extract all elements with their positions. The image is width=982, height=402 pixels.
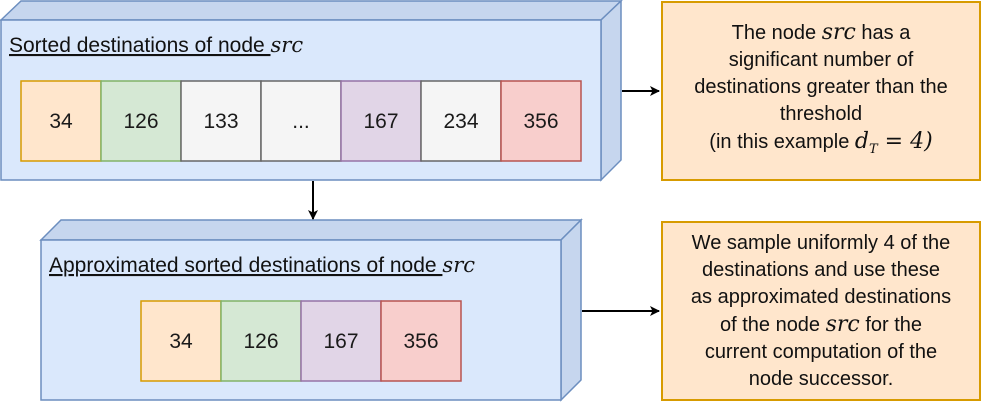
top-box-top-face	[0, 0, 623, 21]
destination-cell	[20, 80, 102, 162]
destination-cell-value: 167	[363, 110, 398, 133]
bottom-box-title-var: src	[442, 253, 475, 277]
note-top-line-4: threshold	[779, 103, 863, 125]
bottom-box-top-face	[39, 219, 583, 241]
destination-cell	[260, 80, 342, 162]
bottom-cells-row: 34 126 167 356	[140, 300, 462, 382]
destination-cell-value: 133	[203, 110, 238, 133]
note-top-var-sub: T	[869, 142, 878, 157]
destination-cell	[220, 300, 302, 382]
destination-cell	[500, 80, 582, 162]
destination-cell-value: 356	[403, 330, 438, 353]
note-top-var-d: d	[854, 129, 870, 154]
note-bottom-var-src: src	[825, 311, 860, 337]
top-cells-row: 34 126 133... 167 234 356	[20, 80, 582, 162]
bottom-box: Approximated sorted destinations of node…	[39, 218, 583, 402]
destination-cell-value: 356	[523, 110, 558, 133]
note-threshold: The node src has a significant number of…	[661, 1, 981, 181]
bottom-box-title-prefix: Approximated sorted destinations of node	[49, 254, 442, 277]
note-bottom-line-2: destinations and use these	[702, 258, 940, 281]
destination-cell	[140, 300, 222, 382]
destination-cell-value: 167	[323, 330, 358, 353]
destination-cell-value: 126	[243, 330, 278, 353]
destination-cell-value: 34	[49, 110, 73, 133]
bottom-box-title: Approximated sorted destinations of node…	[49, 253, 475, 277]
note-top-line-3: destinations greater than the	[694, 76, 948, 98]
destination-cell	[380, 300, 462, 382]
top-box-title: Sorted destinations of node src	[9, 33, 303, 57]
bottom-box-side-face	[560, 218, 582, 402]
note-top-line-1: The node src has a	[731, 20, 911, 45]
top-box-title-prefix: Sorted destinations of node	[9, 34, 271, 57]
destination-cell-value: 234	[443, 110, 478, 133]
note-bottom-line-4: of the node src for the	[719, 311, 923, 337]
destination-cell	[420, 80, 502, 162]
destination-cell-value: 34	[169, 330, 193, 353]
note-bottom-line-1: We sample uniformly 4 of the	[691, 231, 951, 254]
note-top-line-5: (in this example dT = 4)	[709, 129, 933, 157]
top-box: Sorted destinations of node src 34 126 133…	[0, 0, 623, 182]
destination-cell	[340, 80, 422, 162]
note-top-var-src: src	[821, 20, 856, 45]
destination-cell	[100, 80, 182, 162]
note-bottom-line-3: as approximated destinations	[690, 285, 952, 308]
note-bottom-line-6: node successor.	[748, 367, 894, 390]
note-top-line-2: significant number of	[728, 49, 914, 71]
top-box-side-face	[600, 0, 622, 182]
top-box-title-var: src	[271, 33, 304, 57]
note-sampling: We sample uniformly 4 of the destination…	[661, 221, 981, 401]
note-bottom-line-5: current computation of the	[704, 340, 938, 363]
destination-cell-value: 126	[123, 110, 158, 133]
destination-cell	[300, 300, 382, 382]
destination-cell	[180, 80, 262, 162]
destination-cell-value: ...	[292, 110, 310, 133]
